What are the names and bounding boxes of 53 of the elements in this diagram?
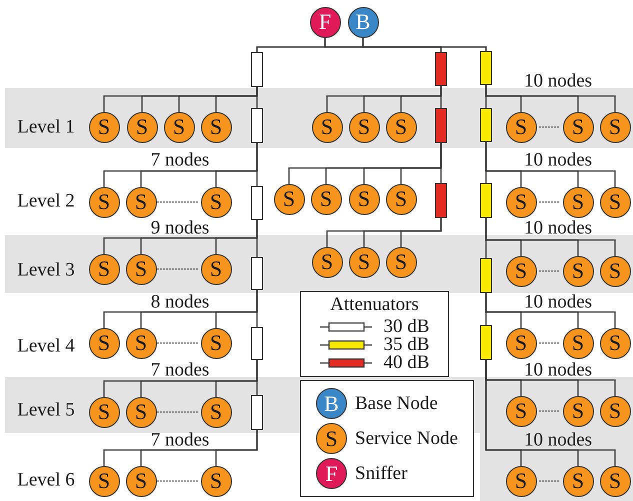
text-label: 10 nodes [524, 150, 592, 170]
text-label: 8 nodes [150, 292, 210, 312]
legend-text: Service Node [355, 429, 458, 448]
text-label: 10 nodes [524, 72, 592, 90]
text-label: 7 nodes [150, 430, 210, 450]
text-label: Level 4 [17, 336, 75, 356]
text-label: Level 5 [17, 400, 75, 420]
text-label: 10 nodes [524, 218, 592, 238]
connector-line [400, 218, 442, 247]
connector-line [485, 85, 487, 108]
connector-line [485, 360, 616, 466]
connector-line [362, 37, 487, 51]
connector-line [256, 360, 258, 395]
text-label: Level 1 [17, 118, 75, 136]
attenuator-symbol [251, 257, 263, 290]
connector-line [485, 142, 487, 183]
attenuator-symbol [251, 395, 263, 430]
connector-line [256, 220, 258, 257]
attenuator-symbol [480, 51, 492, 85]
text-label: 7 nodes [150, 150, 210, 170]
legend-text: 35 dB [384, 336, 430, 354]
connector-line [440, 143, 442, 183]
connector-line [485, 218, 487, 258]
connector-line [256, 143, 258, 186]
legend-title: Attenuators [330, 294, 419, 316]
attenuator-symbol [435, 183, 447, 218]
attenuator-symbol [480, 325, 492, 360]
connector-line [485, 293, 487, 325]
text-label: 10 nodes [524, 292, 592, 312]
text-label: Level 6 [17, 470, 75, 490]
text-label: Level 3 [17, 260, 75, 280]
text-label: 10 nodes [524, 430, 592, 450]
legend-text: Sniffer [355, 464, 408, 483]
attenuator-symbol [435, 52, 447, 86]
text-label: Level 2 [17, 192, 75, 210]
text-label: 10 nodes [524, 360, 592, 380]
attenuator-symbol [251, 52, 263, 87]
attenuator-symbol [251, 108, 263, 143]
attenuator-symbol [480, 108, 492, 142]
attenuator-symbol [435, 108, 447, 143]
connector-line [256, 290, 258, 327]
legend-text: 30 dB [384, 318, 430, 336]
connector-line [215, 430, 258, 466]
text-label: 7 nodes [150, 360, 210, 380]
legend-text: Base Node [355, 394, 438, 413]
attenuator-symbol [251, 186, 263, 220]
connector-line [256, 87, 258, 108]
legend-text: 40 dB [384, 354, 430, 372]
text-label: 9 nodes [150, 218, 210, 238]
attenuator-symbol [480, 258, 492, 293]
attenuator-symbol [480, 183, 492, 218]
attenuator-symbol [251, 327, 263, 360]
connector-line [440, 86, 442, 108]
